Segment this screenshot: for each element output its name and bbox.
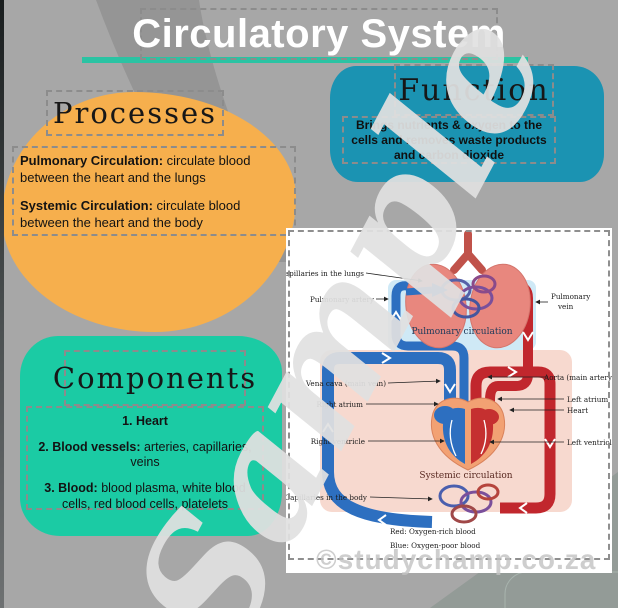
label-vena-cava: Vena cava (main vein): [305, 379, 386, 388]
function-body-box[interactable]: Brings nutrients & oxygen to the cells a…: [342, 116, 556, 164]
circulation-diagram-box[interactable]: Capillaries in the lungs Pulmonary arter…: [286, 228, 612, 573]
components-item: 3. Blood: blood plasma, white blood cell…: [30, 481, 260, 512]
page-title: Circulatory System: [132, 11, 506, 56]
components-item-lead: 2. Blood vessels:: [38, 439, 141, 454]
processes-item: Pulmonary Circulation: circulate blood b…: [20, 153, 288, 187]
label-capillaries-lungs: Capillaries in the lungs: [286, 269, 364, 278]
legend-oxygen-rich: Red: Oxygen-rich blood: [390, 527, 476, 536]
processes-heading-box[interactable]: Processes: [46, 90, 224, 136]
function-heading: Function: [398, 72, 550, 108]
processes-item-lead: Pulmonary Circulation:: [20, 153, 164, 168]
left-edge-strip: [0, 0, 4, 608]
processes-blob: [2, 92, 296, 332]
label-right-atrium: Right atrium: [317, 400, 364, 409]
body-capillaries: [438, 483, 500, 524]
left-lung: [405, 263, 467, 349]
processes-item-rest: circulate blood between the heart and th…: [20, 197, 241, 230]
processes-item-lead: Systemic Circulation:: [20, 197, 153, 213]
circulation-diagram: Capillaries in the lungs Pulmonary arter…: [286, 230, 612, 550]
components-item-lead: 1. Heart: [122, 414, 168, 428]
left-ventricle-chamber: [471, 407, 494, 464]
components-blob: [20, 336, 282, 536]
processes-heading: Processes: [52, 96, 218, 130]
pulmonary-artery-vessel: [391, 281, 469, 416]
trachea: [450, 230, 486, 274]
label-pulmonary-circulation: Pulmonary circulation: [411, 327, 512, 337]
components-item-lead: 3. Blood:: [44, 480, 98, 495]
components-item-rest: arteries, capillaries, veins: [130, 439, 252, 470]
processes-item-rest: circulate blood between the heart and th…: [20, 153, 251, 185]
components-body-box[interactable]: 1. Heart 2. Blood vessels: arteries, cap…: [26, 406, 264, 512]
label-left-ventricle: Left ventricle: [567, 438, 612, 447]
function-body-text: Brings nutrients & oxygen to the cells a…: [351, 117, 547, 162]
function-heading-box[interactable]: Function: [394, 64, 554, 116]
label-aorta: Aorta (main artery): [543, 373, 612, 382]
components-item-rest: blood plasma, white blood cells, red blo…: [61, 480, 246, 511]
lungs: [405, 230, 531, 349]
label-right-ventricle: Right ventricle: [311, 437, 365, 446]
label-pulmonary-vein-1: Pulmonary: [551, 292, 591, 301]
label-systemic-circulation: Systemic circulation: [419, 471, 512, 481]
components-item: 1. Heart: [30, 414, 260, 430]
blood-flow-arrow-into-lungs: [405, 283, 448, 297]
aorta-vessel: [470, 366, 556, 514]
processes-item: Systemic Circulation: circulate blood be…: [20, 198, 288, 232]
label-heart: Heart: [567, 406, 588, 415]
right-lung: [469, 263, 531, 349]
title-textbox[interactable]: Circulatory System: [132, 8, 505, 60]
right-ventricle-chamber: [442, 407, 465, 464]
label-pulmonary-vein-2: vein: [557, 302, 574, 311]
label-pulmonary-artery: Pulmonary artery: [310, 295, 375, 304]
label-capillaries-body: Capillaries in the body: [286, 493, 368, 502]
title-underline: [82, 57, 528, 63]
legend-oxygen-poor: Blue: Oxygen-poor blood: [390, 541, 481, 550]
processes-body-box[interactable]: Pulmonary Circulation: circulate blood b…: [12, 146, 296, 236]
heart-flow-lines: [449, 419, 487, 457]
label-lines: [365, 272, 564, 502]
heart: [431, 397, 505, 471]
vena-cava-vessel: [322, 352, 456, 528]
components-heading-box[interactable]: Components: [53, 350, 255, 406]
label-left-atrium: Left atrium: [567, 395, 608, 404]
components-heading: Components: [52, 361, 258, 395]
components-item: 2. Blood vessels: arteries, capillaries,…: [30, 440, 260, 471]
